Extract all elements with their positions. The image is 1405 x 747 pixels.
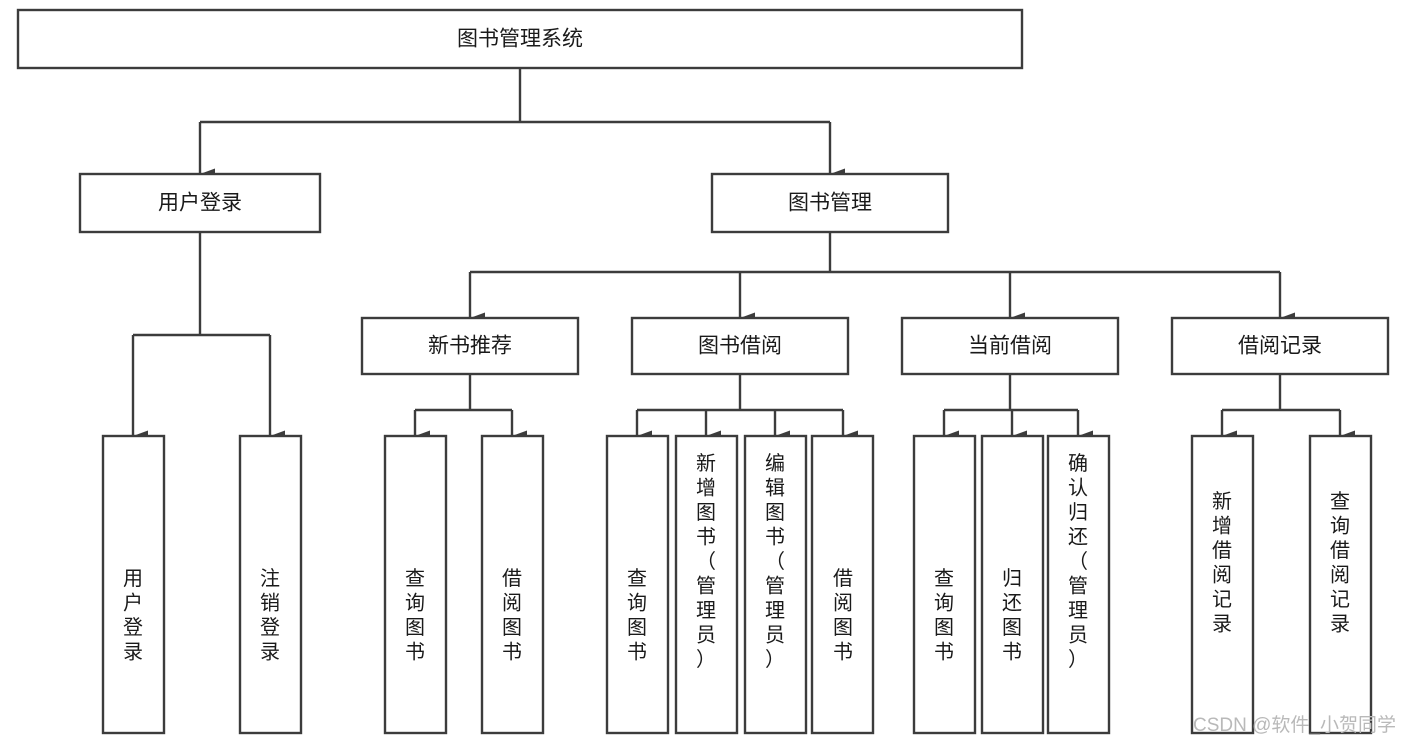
node-leaf-user-login-box[interactable] bbox=[101, 434, 166, 735]
node-leaf-borrow-book-1[interactable]: 借阅图书 bbox=[480, 434, 545, 735]
node-leaf-query-book-3[interactable]: 查询图书 bbox=[912, 434, 977, 735]
node-user-login-box[interactable] bbox=[78, 172, 322, 234]
node-leaf-query-book-3-box[interactable] bbox=[912, 434, 977, 735]
node-leaf-confirm-return-label: 确认归还（管理员） bbox=[1068, 452, 1088, 671]
node-leaf-borrow-book-2-box[interactable] bbox=[810, 434, 875, 735]
node-borrow-record-label: 借阅记录 bbox=[1238, 335, 1322, 358]
node-book-management[interactable]: 图书管理 bbox=[710, 172, 950, 234]
node-leaf-query-book-2[interactable]: 查询图书 bbox=[605, 434, 670, 735]
connector-layer bbox=[131, 68, 1355, 442]
node-borrow-record-box[interactable] bbox=[1170, 316, 1390, 376]
node-leaf-query-record-label: 查询借阅记录 bbox=[1330, 490, 1350, 636]
node-leaf-user-login-label: 用户登录 bbox=[123, 568, 143, 664]
node-leaf-logout-login-box[interactable] bbox=[238, 434, 303, 735]
node-new-book-recommend-label: 新书推荐 bbox=[428, 335, 512, 358]
node-leaf-add-book-label: 新增图书（管理员） bbox=[696, 452, 716, 671]
node-leaf-borrow-book-2[interactable]: 借阅图书 bbox=[810, 434, 875, 735]
node-leaf-edit-book[interactable]: 编辑图书（管理员） bbox=[743, 434, 808, 735]
csdn-watermark: CSDN @软件_小贺同学 bbox=[1193, 714, 1396, 736]
node-leaf-add-record[interactable]: 新增借阅记录 bbox=[1190, 434, 1255, 735]
node-leaf-query-book-2-box[interactable] bbox=[605, 434, 670, 735]
node-leaf-add-book[interactable]: 新增图书（管理员） bbox=[674, 434, 739, 735]
node-leaf-confirm-return-box[interactable] bbox=[1046, 434, 1111, 735]
leaf-node-group: 用户登录 注销登录 查询图书 借阅图书 查询图书 新增图书（管理员） bbox=[101, 434, 1373, 735]
node-borrow-record[interactable]: 借阅记录 bbox=[1170, 316, 1390, 376]
node-leaf-logout-login-label: 注销登录 bbox=[260, 567, 280, 664]
node-book-borrow[interactable]: 图书借阅 bbox=[630, 316, 850, 376]
node-leaf-edit-book-box[interactable] bbox=[743, 434, 808, 735]
node-leaf-borrow-book-1-label: 借阅图书 bbox=[502, 567, 522, 664]
node-leaf-query-book-1[interactable]: 查询图书 bbox=[383, 434, 448, 735]
node-leaf-edit-book-label: 编辑图书（管理员） bbox=[765, 452, 785, 671]
node-leaf-borrow-book-1-box[interactable] bbox=[480, 434, 545, 735]
node-leaf-return-book-box[interactable] bbox=[980, 434, 1045, 735]
node-root-label: 图书管理系统 bbox=[457, 28, 583, 51]
node-leaf-return-book[interactable]: 归还图书 bbox=[980, 434, 1045, 735]
node-root[interactable]: 图书管理系统 bbox=[16, 8, 1024, 70]
node-leaf-query-book-2-label: 查询图书 bbox=[627, 567, 647, 664]
node-leaf-return-book-label: 归还图书 bbox=[1002, 567, 1022, 664]
node-user-login[interactable]: 用户登录 bbox=[78, 172, 322, 234]
node-new-book-recommend[interactable]: 新书推荐 bbox=[360, 316, 580, 376]
node-leaf-query-record[interactable]: 查询借阅记录 bbox=[1308, 434, 1373, 735]
node-leaf-query-record-box[interactable] bbox=[1308, 434, 1373, 735]
node-leaf-query-book-1-label: 查询图书 bbox=[405, 567, 425, 664]
node-leaf-query-book-1-box[interactable] bbox=[383, 434, 448, 735]
node-leaf-add-book-box[interactable] bbox=[674, 434, 739, 735]
node-current-borrow[interactable]: 当前借阅 bbox=[900, 316, 1120, 376]
node-leaf-logout-login[interactable]: 注销登录 bbox=[238, 434, 303, 735]
node-user-login-label: 用户登录 bbox=[158, 192, 242, 215]
node-current-borrow-label: 当前借阅 bbox=[968, 335, 1052, 358]
node-book-management-label: 图书管理 bbox=[788, 192, 872, 215]
node-new-book-recommend-box[interactable] bbox=[360, 316, 580, 376]
node-leaf-borrow-book-2-label: 借阅图书 bbox=[833, 567, 853, 664]
node-leaf-add-record-box[interactable] bbox=[1190, 434, 1255, 735]
node-book-management-box[interactable] bbox=[710, 172, 950, 234]
node-leaf-query-book-3-label: 查询图书 bbox=[934, 567, 954, 664]
node-book-borrow-label: 图书借阅 bbox=[698, 335, 782, 358]
node-book-borrow-box[interactable] bbox=[630, 316, 850, 376]
node-leaf-user-login[interactable]: 用户登录 bbox=[101, 434, 166, 735]
node-leaf-add-record-label: 新增借阅记录 bbox=[1212, 490, 1232, 636]
node-root-box[interactable] bbox=[16, 8, 1024, 70]
node-current-borrow-box[interactable] bbox=[900, 316, 1120, 376]
node-leaf-confirm-return[interactable]: 确认归还（管理员） bbox=[1046, 434, 1111, 735]
